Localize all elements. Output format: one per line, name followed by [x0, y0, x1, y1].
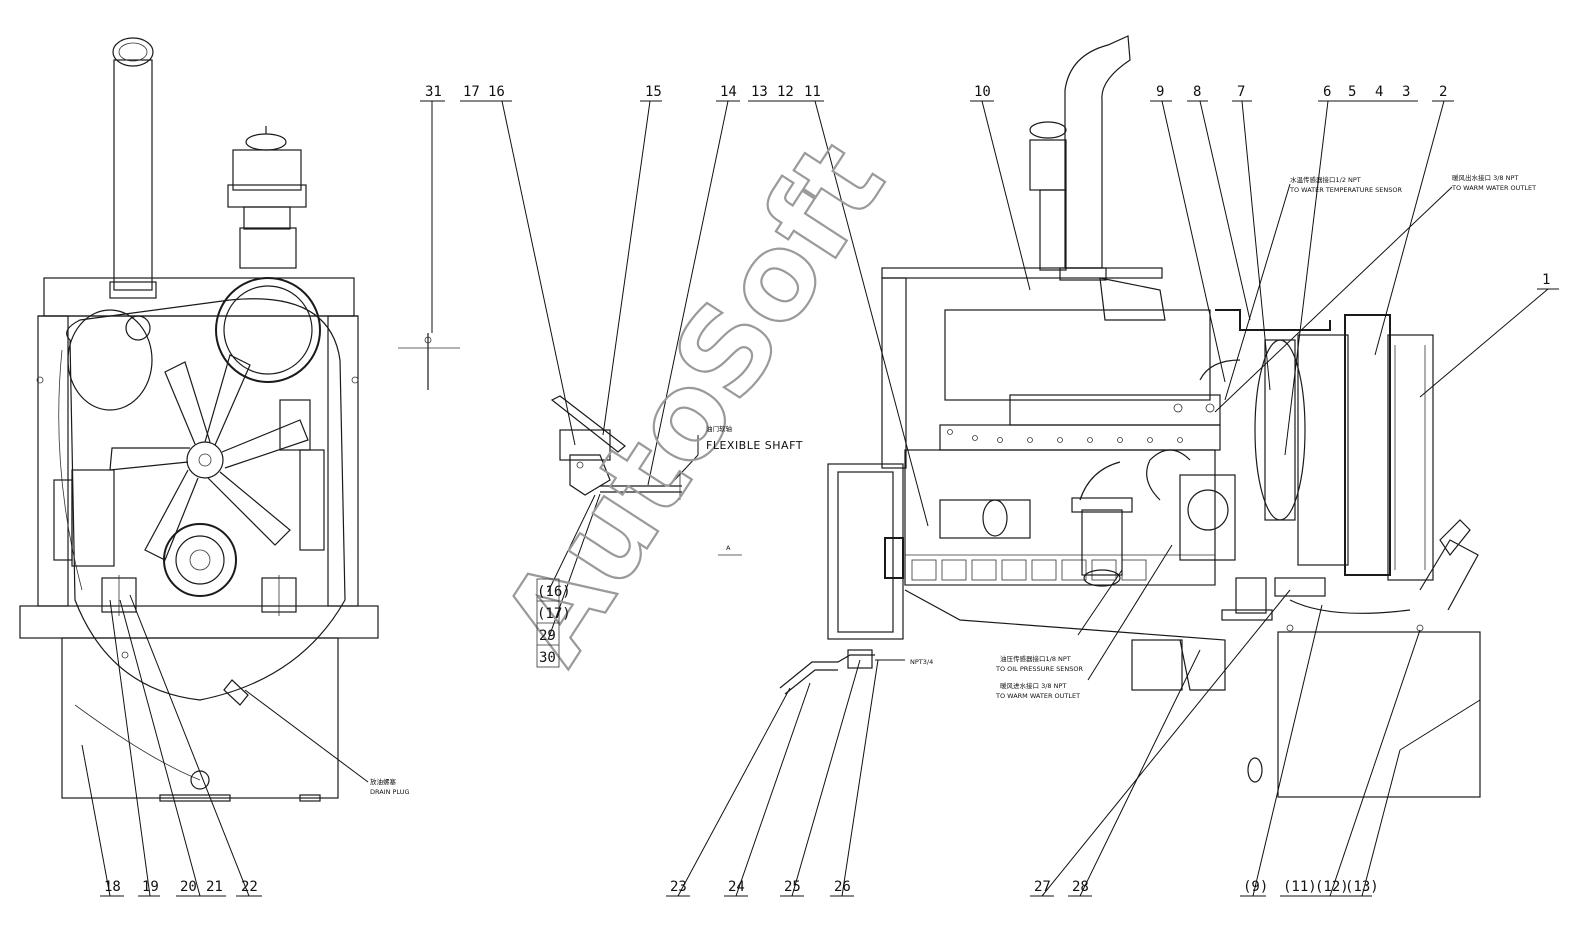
section-marker: A [726, 544, 731, 552]
side-view [779, 35, 1481, 798]
callout-29: 29 [539, 628, 556, 644]
callout-16-ref: (16) [537, 584, 571, 600]
callout-14: 14 [720, 84, 737, 100]
callout-28: 28 [1072, 879, 1089, 895]
oil-pressure-note-cn: 油压传感器接口1/8 NPT [1000, 654, 1071, 663]
callout-2: 2 [1439, 84, 1447, 100]
callout-30: 30 [539, 650, 556, 666]
leader-lines [81, 100, 1559, 897]
callout-22: 22 [241, 879, 258, 895]
warm-outlet-note-cn: 暖风出水接口 3/8 NPT [1452, 173, 1518, 182]
warm-outlet-note-en: TO WARM WATER OUTLET [1451, 184, 1536, 192]
callout-5: 5 [1348, 84, 1356, 100]
callout-6: 6 [1323, 84, 1331, 100]
annotations: 水温传感器接口1/2 NPT TO WATER TEMPERATURE SENS… [370, 173, 1536, 796]
callout-9: 9 [1156, 84, 1164, 100]
callout-10: 10 [974, 84, 991, 100]
oil-pressure-note-en: TO OIL PRESSURE SENSOR [995, 665, 1083, 673]
callout-9-ref: (9) [1243, 879, 1268, 895]
water-temp-note-en: TO WATER TEMPERATURE SENSOR [1289, 186, 1402, 194]
callout-24: 24 [728, 879, 745, 895]
callout-16: 16 [488, 84, 505, 100]
callout-15: 15 [645, 84, 662, 100]
callout-7: 7 [1237, 84, 1245, 100]
front-view [19, 37, 379, 802]
warm-inlet-note-en: TO WARM WATER OUTLET [995, 692, 1080, 700]
callout-17-ref: (17) [537, 606, 571, 622]
callouts-side: (16) (17) 29 30 [536, 578, 571, 668]
water-temp-note-cn: 水温传感器接口1/2 NPT [1290, 175, 1361, 184]
callout-25: 25 [784, 879, 801, 895]
bolt-dots [947, 403, 1215, 443]
watermark: AutoSoft [476, 118, 911, 685]
callouts-top: 31 17 16 15 14 13 12 11 10 9 8 7 6 5 4 3… [425, 84, 1550, 288]
flexible-shaft-note-cn: 油门软轴 [706, 424, 733, 433]
callout-31: 31 [425, 84, 442, 100]
callout-8: 8 [1193, 84, 1201, 100]
callout-12: 12 [777, 84, 794, 100]
callout-4: 4 [1375, 84, 1383, 100]
flexible-shaft-note-en: FLEXIBLE SHAFT [706, 439, 803, 452]
warm-inlet-note-cn: 暖风进水接口 3/8 NPT [1000, 681, 1066, 690]
callout-13-ref: (13) [1345, 879, 1379, 895]
callout-23: 23 [670, 879, 687, 895]
block-cells [911, 559, 1147, 581]
callout-27: 27 [1034, 879, 1051, 895]
callout-13: 13 [751, 84, 768, 100]
drain-plug-note-cn: 放油螺塞 [370, 777, 397, 786]
callout-20: 20 [180, 879, 197, 895]
drain-plug-note-en: DRAIN PLUG [370, 788, 410, 796]
callout-11-ref: (11) [1283, 879, 1317, 895]
callout-26: 26 [834, 879, 851, 895]
callout-12-ref: (12) [1315, 879, 1349, 895]
callout-21: 21 [206, 879, 223, 895]
callout-3: 3 [1402, 84, 1410, 100]
callouts-bottom: 18 19 20 21 22 23 24 25 26 27 28 (9) (11… [104, 879, 1379, 895]
callout-18: 18 [104, 879, 121, 895]
callout-17: 17 [463, 84, 480, 100]
callout-1: 1 [1542, 272, 1550, 288]
callout-11: 11 [804, 84, 821, 100]
npt-note: NPT3/4 [910, 658, 933, 666]
callout-19: 19 [142, 879, 159, 895]
